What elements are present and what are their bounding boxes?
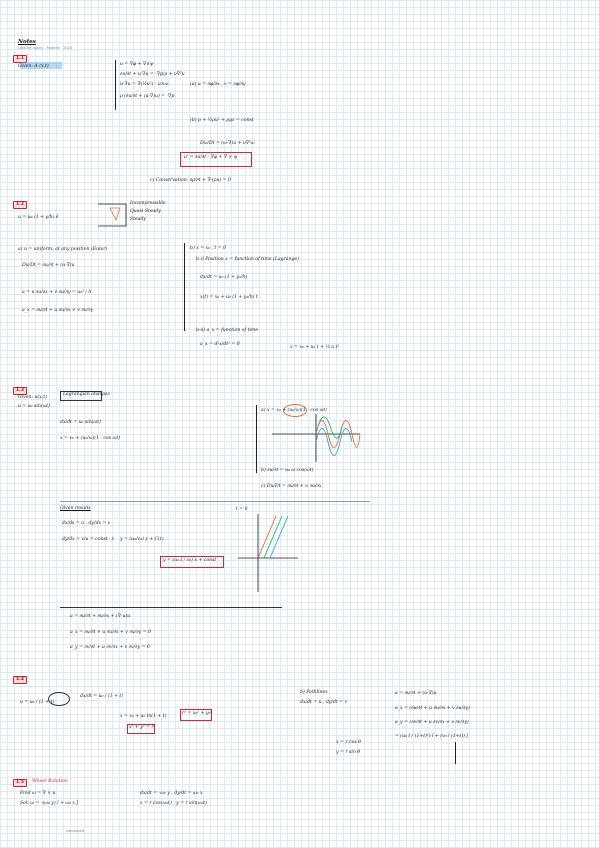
s1-line-5: (b) p + ½ρu² + ρgz = const [190,118,254,123]
s3c-line-2: a_y = ∂v/∂t + u ∂v/∂x + v ∂v/∂y = 0 [70,645,150,650]
s2-label-2: Steady [130,217,146,222]
s2-left-0: a) u = uniform; at any position (Euler) [18,247,108,252]
s4-left-1: dx/dt = u₀ / (1 + t) [80,694,124,699]
s4-right-1: a_x = (∂u/∂t + u ∂u/∂x + v ∂u/∂y) [395,706,470,711]
boxed-lagrangian [60,391,102,401]
circled-term [283,404,307,417]
s3-left-1: u = u₀ sin(ωt) [18,404,50,409]
s2-left-3: a_x = ∂u/∂t + u ∂u/∂x + v ∂u/∂y [22,308,94,313]
s5-line-3: x = r cos(ω₀t) , y = r sin(ω₀t) [140,801,207,806]
s3-left-2: dx/dt = u₀ sin(ωt) [60,420,101,425]
s1-line-3: ρ (∂u/∂t + (u·∇)u) = -∇p [120,94,175,99]
divider-line [115,60,116,110]
boxed-circle-1 [127,724,155,734]
s3-boxed: Lagrangian analysis [63,392,110,397]
boxed-circle-2 [180,709,212,721]
divider-line-3 [256,405,257,473]
s3b-heading: Given results [60,506,91,511]
boxed-streamline [160,556,224,568]
s3-left-0: Given: u(x,t) [18,395,47,400]
s1-line-1: ∂u/∂t + u·∇u = -∇p/ρ + ν∇²u [120,72,185,77]
s4-left-0: u = u₀ / (1 + t) [20,700,55,705]
section-divider [60,501,370,503]
s4-right-3: = (u₀ t / (1+t)²) î + (v₀ / (1+t)) ĵ [395,734,468,739]
s2-right-4: b-ii) a_x = function of time [196,328,259,333]
section-tag-1-5: 1.5 [13,779,27,787]
s2-intro: u = u₀ (1 + y/h) ê [18,215,59,220]
s5-line-1: Sol: ω = -(ω₀ y) î + ω₀ x ĵ [20,801,78,806]
section-tag-1-4: 1.4 [13,676,27,684]
s1-boxed: u' = ∂u/∂t - ∇φ + ∇ × ψ [184,155,238,160]
circled-term-2 [48,692,70,706]
s4-mid-2: x = r cos θ [336,740,361,745]
s3-right-1: b) ∂u/∂t = u₀ ω cos(ωt) [261,468,314,473]
boxed-result-1 [180,152,252,167]
section-tag-1-2: 1.2 [13,201,27,209]
page-title: Notes [18,39,36,45]
streamline-plot [238,514,298,592]
s4-boxed-1: r² = x₀² + y₀² [182,711,213,716]
s2-label-0: Incompressible [130,201,166,206]
s2-right-5: a_x = d²x/dt² = 0 [200,342,240,347]
s4-left-2: x = x₀ + u₀ ln(1 + t) [120,714,167,719]
s2-left-2: a = u ∂u/∂x + v ∂u/∂y = u₀² / h [22,290,92,295]
s4-mid-1: dx/dt = u , dy/dt = v [300,700,348,705]
s3b-line-2: y = (u₀/v₀) x + C(t) [120,537,164,542]
s3b-line-0: dx/ds = u , dy/ds = v [62,521,111,526]
s5-line-0: Find ω = ∇ × u [20,791,56,796]
s2-label-1: Quasi-Steady [130,209,161,214]
s2-right-1: b-i) Position x = function of time (Lagr… [196,257,299,262]
s5-line-2: dx/dt = -ω₀ y , dy/dt = ω₀ x [140,791,203,796]
s1-given: Given: A (x,t) [18,64,49,69]
s4-right-0: a = ∂u/∂t + (u·∇)u [395,691,437,696]
s1-line-7: c) Conservation: ∂ρ/∂t + ∇·(ρu) = 0 [150,178,231,183]
s1-line-0: u = ∇φ + ∇×ψ [120,62,154,67]
flow-box-sketch [98,203,127,227]
s3c-line-0: a = ∂u/∂t + ∂u/∂x + (∇·u)u [70,614,131,619]
graph-label: t = 0 [236,507,248,512]
s3c-line-1: a_x = ∂u/∂t + u ∂u/∂x + v ∂u/∂y = 0 [70,630,151,635]
page-subtitle: Lecture notes – Module · 2024 [18,46,73,50]
end-mark [455,742,456,764]
underline-rule [60,607,282,608]
s3-left-3: x = x₀ + (u₀/ω)(1 - cos ωt) [60,436,120,441]
s2-left-1: Du/Dt = ∂u/∂t + (u·∇)u [22,263,75,268]
section-tag-1-1: 1.1 [13,55,27,63]
s5-heading: Wheel Rotation [32,779,68,784]
s4-right-2: a_y = (∂v/∂t + u ∂v/∂x + v ∂v/∂y) [395,720,469,725]
s3b-line-1: dy/dx = v/u = const · t [62,537,114,542]
s3-right-0: a) x = x₀ + (u₀/ω)(1 - cos ωt) [261,408,327,413]
highlight-given [20,62,62,69]
s2-right-3: x(t) = x₀ + u₀ (1 + y₀/h) t [200,295,258,300]
s4-mid-0: b) Pathlines [300,690,328,695]
page-footer: continued [66,829,84,833]
s1-line-2: u·∇u = ∇(½u²) - u×ω [120,82,169,87]
s4-boxed-0: x² + y² = r² [129,725,156,730]
s3-right-2: c) Du/Dt = ∂u/∂t + u ∂u/∂x [261,484,322,489]
section-tag-1-3: 1.3 [13,387,27,395]
s2-right-0: b) x = x₀ , t = 0 [190,246,226,251]
s1-line-6: Dω/Dt = (ω·∇)u + ν∇²ω [200,141,255,146]
s4-mid-3: y = r sin θ [336,750,361,755]
s1-line-4: (a) u = ∂φ/∂x , v = ∂φ/∂y [190,82,246,87]
divider-line-2 [184,243,185,331]
sine-wave-plot [272,414,361,462]
s3b-boxed: y = (u₀ t / v₀) x + const [163,558,217,563]
s2-right-2: dx/dt = u₀ (1 + y₀/h) [200,275,248,280]
s2-right-6: x = x₀ + u₀ t + ½ a t² [290,345,340,350]
